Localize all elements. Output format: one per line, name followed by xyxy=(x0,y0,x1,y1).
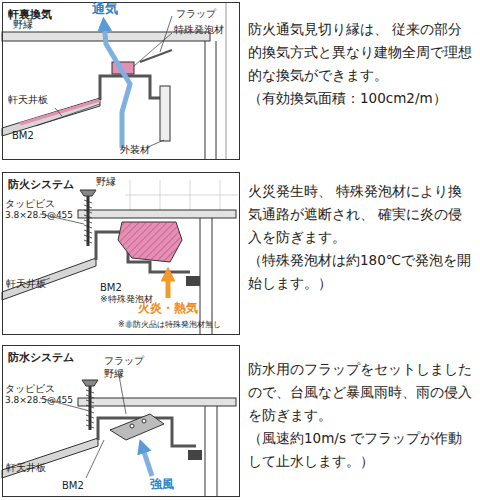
note: （特殊発泡材は約180℃で発泡を開始します。） xyxy=(248,249,474,295)
description: 防水用のフラップをセットしましたので、台風など暴風雨時、雨の侵入を防ぎます。 xyxy=(248,358,474,427)
part-label: 野縁 xyxy=(96,176,116,188)
note: （有効換気面積：100cm2/m） xyxy=(248,87,474,110)
part-label: 外装材 xyxy=(120,144,150,156)
part-label: タッピビス xyxy=(5,198,55,210)
part-label: タッピビス xyxy=(5,383,55,395)
part-label: BM2 xyxy=(100,282,122,294)
dimension: 3.8×28.5@455 xyxy=(5,395,73,405)
waterproof-system-figure xyxy=(2,370,236,496)
figure-panel: 防火システム xyxy=(2,172,240,335)
part-label: 軒天井板 xyxy=(6,278,46,290)
flow-label: 強風 xyxy=(150,478,174,492)
note: ※非防火品は特殊発泡材無し xyxy=(118,320,221,329)
part-label: BM2 xyxy=(12,130,34,142)
eave-ventilation-figure xyxy=(2,3,226,159)
figure-panel: 防水システム xyxy=(2,345,240,497)
part-label: 軒天井板 xyxy=(8,94,48,106)
fire-system-figure xyxy=(2,180,238,334)
part-label: フラップ xyxy=(104,355,144,367)
part-label: フラップ xyxy=(176,8,216,20)
text-column: 火災発生時、 特殊発泡材により換気通路が遮断され、 確実に炎の侵入を防ぎます。（… xyxy=(248,180,474,295)
part-label: 軒天井板 xyxy=(6,462,46,474)
dimension: 3.8×28.5@455 xyxy=(5,210,73,220)
part-label: 野縁 xyxy=(104,368,124,380)
description: 火災発生時、 特殊発泡材により換気通路が遮断され、 確実に炎の侵入を防ぎます。 xyxy=(248,180,474,249)
part-label: BM2 xyxy=(62,480,84,492)
panel-title: 防火システム xyxy=(5,176,77,193)
flow-label: 火炎・熱気 xyxy=(138,302,198,316)
panel-title: 防水システム xyxy=(5,349,77,366)
part-label: 野縁 xyxy=(13,19,33,31)
text-column: 防火通気見切り縁は、 従来の部分的換気方式と異なり建物全周で理想的な換気ができま… xyxy=(248,18,474,110)
description: 防火通気見切り縁は、 従来の部分的換気方式と異なり建物全周で理想的な換気ができま… xyxy=(248,18,474,87)
note: （風速約10m/s でフラップが作動して止水します。） xyxy=(248,427,474,473)
flow-label: 通気 xyxy=(92,2,118,17)
text-column: 防水用のフラップをセットしましたので、台風など暴風雨時、雨の侵入を防ぎます。（風… xyxy=(248,358,474,473)
part-label: 特殊発泡材 xyxy=(174,24,224,36)
